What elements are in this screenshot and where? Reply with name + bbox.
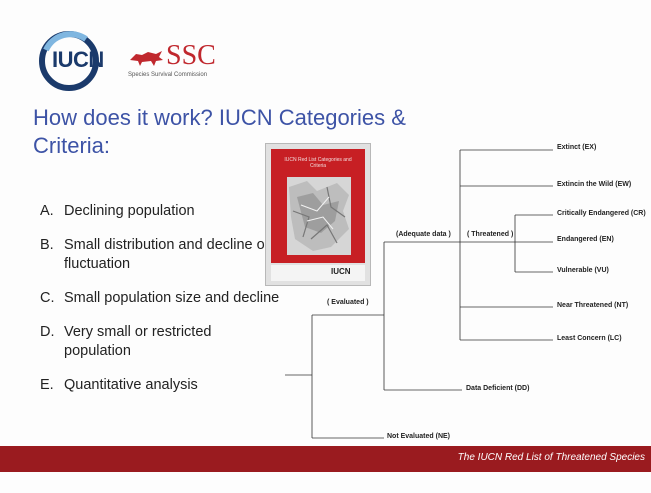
criteria-letter: A. bbox=[40, 203, 54, 219]
book-brand: IUCN bbox=[331, 267, 351, 276]
criteria-letter: C. bbox=[40, 290, 55, 306]
iucn-logo-text: IUCN bbox=[52, 47, 104, 72]
footer-bar: The IUCN Red List of Threatened Species bbox=[0, 446, 651, 472]
footer-text: The IUCN Red List of Threatened Species bbox=[457, 452, 645, 463]
criteria-text: Very small or restricted population bbox=[64, 324, 212, 359]
criteria-item: E. Quantitative analysis bbox=[40, 376, 280, 395]
book-cover-image bbox=[287, 177, 351, 255]
book-cover-title: IUCN Red List Categories and Criteria bbox=[284, 157, 352, 169]
category-endangered: Endangered (EN) bbox=[557, 236, 614, 243]
criteria-text: Quantitative analysis bbox=[64, 377, 198, 393]
category-vulnerable: Vulnerable (VU) bbox=[557, 267, 609, 274]
criteria-letter: E. bbox=[40, 377, 54, 393]
category-extinct-in-wild: Extincin the Wild (EW) bbox=[557, 181, 632, 188]
ssc-subtitle: Species Survival Commission bbox=[128, 72, 208, 78]
evaluated-label: ( Evaluated ) bbox=[327, 299, 369, 306]
criteria-item: A. Declining population bbox=[40, 202, 280, 221]
criteria-item: B. Small distribution and decline or flu… bbox=[40, 236, 280, 274]
category-critically-endangered: Critically Endangered (CR) bbox=[557, 210, 646, 217]
slide-title: How does it work? IUCN Categories & Crit… bbox=[33, 105, 406, 158]
iucn-ring-icon bbox=[39, 31, 99, 91]
category-data-deficient: Data Deficient (DD) bbox=[466, 385, 530, 392]
criteria-item: D. Very small or restricted population bbox=[40, 323, 280, 361]
threatened-label: ( Threatened ) bbox=[467, 231, 514, 238]
book-footer: IUCN bbox=[271, 265, 365, 281]
criteria-list: A. Declining population B. Small distrib… bbox=[40, 202, 280, 410]
category-extinct: Extinct (EX) bbox=[557, 144, 597, 151]
criteria-text: Declining population bbox=[64, 203, 195, 219]
criteria-letter: D. bbox=[40, 324, 55, 340]
adequate-data-label: (Adequate data ) bbox=[396, 231, 451, 238]
criteria-item: C. Small population size and decline bbox=[40, 289, 280, 308]
category-near-threatened: Near Threatened (NT) bbox=[557, 302, 629, 309]
criteria-text: Small distribution and decline or fluctu… bbox=[64, 237, 270, 272]
category-not-evaluated: Not Evaluated (NE) bbox=[387, 433, 451, 440]
rhino-icon bbox=[130, 51, 163, 66]
ssc-logo: SSC Species Survival Commission bbox=[128, 40, 238, 84]
criteria-text: Small population size and decline bbox=[64, 290, 280, 306]
book-red-panel: IUCN Red List Categories and Criteria bbox=[271, 149, 365, 263]
criteria-letter: B. bbox=[40, 237, 54, 253]
ssc-logo-text: SSC bbox=[166, 40, 216, 71]
iucn-logo: IUCN bbox=[38, 30, 110, 92]
red-list-book-cover: IUCN Red List Categories and Criteria IU… bbox=[265, 143, 371, 286]
category-least-concern: Least Concern (LC) bbox=[557, 335, 622, 342]
